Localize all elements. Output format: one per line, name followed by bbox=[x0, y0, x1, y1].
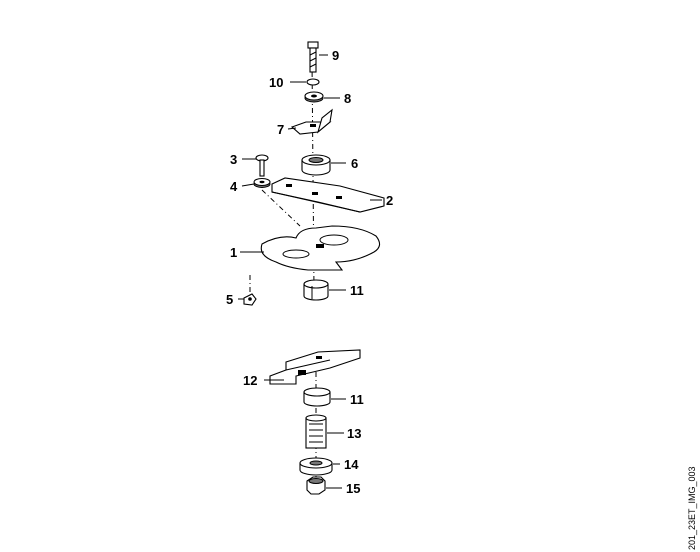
part-11-sleeve-lower bbox=[303, 387, 331, 407]
callout-1: 1 bbox=[230, 245, 237, 260]
part-6-spacer bbox=[301, 154, 331, 176]
part-9-bolt bbox=[307, 41, 319, 73]
callout-10: 10 bbox=[269, 75, 283, 90]
callout-13: 13 bbox=[347, 426, 361, 441]
part-2-blade bbox=[271, 177, 385, 213]
part-10-ring bbox=[306, 78, 320, 86]
callout-4: 4 bbox=[230, 179, 238, 194]
reference-code: 201_23ET_IMG_003 bbox=[687, 466, 697, 550]
part-3-screw bbox=[255, 154, 269, 177]
part-13-shaft bbox=[305, 414, 327, 449]
callout-14: 14 bbox=[344, 457, 359, 472]
part-14-washer bbox=[299, 457, 333, 476]
callout-6: 6 bbox=[351, 156, 358, 171]
part-4-washer bbox=[253, 177, 271, 188]
part-7-bracket bbox=[290, 108, 333, 135]
callout-7: 7 bbox=[277, 122, 284, 137]
part-5-nut bbox=[243, 293, 257, 306]
part-12-arm bbox=[269, 349, 361, 385]
callout-5: 5 bbox=[226, 292, 233, 307]
callout-11-lower: 11 bbox=[350, 392, 364, 407]
part-11-sleeve-upper bbox=[303, 279, 329, 301]
callout-3: 3 bbox=[230, 152, 237, 167]
leader-lines bbox=[238, 54, 382, 489]
part-1-plate bbox=[260, 225, 381, 271]
callout-2: 2 bbox=[386, 193, 393, 208]
callout-15: 15 bbox=[346, 481, 360, 496]
callout-labels: 9 10 8 7 3 6 4 2 1 5 11 12 11 13 14 15 bbox=[226, 48, 393, 496]
callout-8: 8 bbox=[344, 91, 351, 106]
part-15-nut bbox=[306, 476, 326, 495]
callout-12: 12 bbox=[243, 373, 257, 388]
callout-11-upper: 11 bbox=[350, 283, 364, 298]
part-8-washer bbox=[304, 91, 324, 103]
callout-9: 9 bbox=[332, 48, 339, 63]
